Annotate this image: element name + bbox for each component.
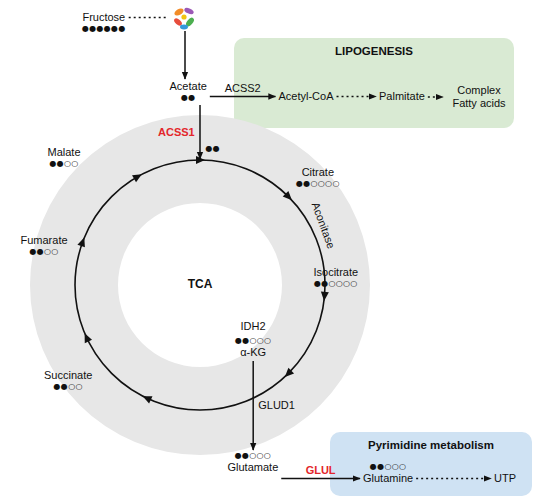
cycle-arrowhead (283, 191, 295, 203)
metabolite-label: ●●○○○α-KG (235, 336, 271, 359)
node-text: UTP (494, 472, 516, 485)
isotope-dots: ●● (206, 144, 221, 154)
enzyme-label: GLUL (306, 464, 336, 477)
cycle-arrowhead (141, 393, 153, 404)
node-text: Isocitrate (314, 266, 359, 279)
tca-cycle-ring: TCACitrate●●○○○○Isocitrate●●○○○○●●○○○α-K… (75, 160, 325, 410)
isotope-dots: ●●○○○ (235, 336, 271, 346)
cycle-arrowhead (132, 171, 144, 182)
pathway-arrow (129, 18, 185, 80)
metabolite-label: Palmitate (379, 90, 425, 103)
node-text: Citrate (296, 166, 340, 179)
metabolite-label: Isocitrate●●○○○○ (314, 266, 359, 289)
cycle-arrowhead (77, 236, 88, 247)
cycle-arrowhead (196, 156, 205, 164)
node-text: Succinate (44, 369, 92, 382)
node-text: Complex Fatty acids (446, 84, 512, 110)
node-text: Acetyl-CoA (279, 90, 334, 103)
metabolite-label: Citrate●●○○○○ (296, 166, 340, 189)
isotope-dots: ●●○○ (44, 382, 92, 392)
pathway-box: LIPOGENESIS Acetyl-CoA Palmitate Complex Fa… (234, 38, 514, 128)
metabolite-label: Complex Fatty acids (446, 84, 512, 110)
isotope-dots: ●●○○○ (228, 451, 279, 461)
metabolite-label: Fumarate●●○○ (21, 234, 68, 257)
node-text: Malate (48, 146, 81, 159)
node-text: Acetate (170, 80, 207, 93)
enzyme-label: ACSS1 (158, 126, 195, 139)
node-text: Glutamine (363, 472, 413, 485)
isotope-dots: ●● (170, 93, 207, 103)
metabolite-label: Malate●●○○ (48, 146, 81, 169)
enzyme-label: ACSS2 (225, 82, 261, 95)
node-text: Fumarate (21, 234, 68, 247)
enzyme-label: GLUD1 (258, 399, 295, 412)
cycle-arrowhead (320, 292, 329, 302)
box-heading: LIPOGENESIS (234, 45, 514, 58)
metabolite-label: ●●○○○Glutamate (228, 451, 279, 474)
bacteria-icon (170, 3, 200, 33)
isotope-dots: ●●○○○ (363, 462, 413, 472)
ring-band (30, 115, 370, 455)
node-text: Fructose (82, 11, 126, 24)
isotope-dots: ●●●●●● (82, 24, 126, 34)
node-text: α-KG (235, 346, 271, 359)
box-heading: Pyrimidine metabolism (330, 439, 532, 452)
isotope-dots: ●●○○○○ (296, 179, 340, 189)
cycle-arrowhead (81, 332, 92, 344)
cycle-circle (75, 160, 325, 410)
node-text: Glutamate (228, 461, 279, 474)
isotope-dots: ●●○○ (21, 247, 68, 257)
node-text: Palmitate (379, 90, 425, 103)
pathway-box: Pyrimidine metabolism ●●○○○Glutamine UTP (330, 432, 532, 496)
metabolite-label: Acetate●● (170, 80, 207, 103)
metabolite-label: UTP (494, 472, 516, 485)
isotope-dots: ●●○○ (48, 159, 81, 169)
metabolite-label: Succinate●●○○ (44, 369, 92, 392)
enzyme-label: IDH2 (241, 320, 266, 333)
metabolite-label: ●●○○○Glutamine (363, 462, 413, 485)
box-heading: TCA (75, 278, 325, 291)
metabolite-label: Fructose●●●●●● (82, 11, 126, 34)
metabolite-label: Acetyl-CoA (279, 90, 334, 103)
cycle-arrowhead (282, 368, 294, 380)
isotope-dots: ●●○○○○ (314, 279, 359, 289)
